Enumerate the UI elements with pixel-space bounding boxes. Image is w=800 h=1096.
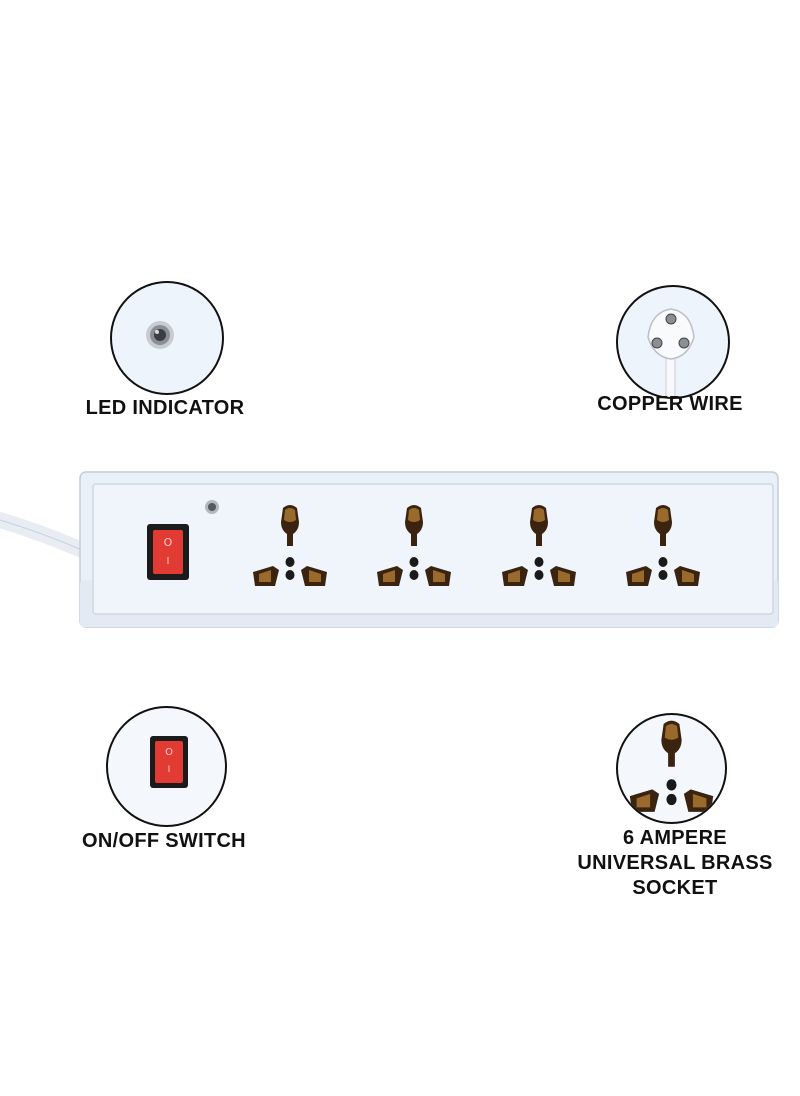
universal-socket-icon bbox=[253, 505, 327, 586]
switch-closeup-on-mark: I bbox=[167, 765, 171, 775]
switch-off-mark: O bbox=[163, 536, 173, 549]
led-indicator-callout bbox=[110, 281, 224, 395]
power-switch-rocker: O I bbox=[153, 530, 183, 574]
socket-label-line-2: UNIVERSAL BRASS bbox=[577, 852, 773, 874]
switch-callout: O I bbox=[106, 706, 227, 827]
socket-callout bbox=[616, 713, 727, 824]
universal-socket-icon bbox=[377, 505, 451, 586]
universal-socket-icon bbox=[626, 505, 700, 586]
socket-label: 6 AMPERE UNIVERSAL BRASS SOCKET bbox=[575, 826, 775, 901]
switch-closeup-icon: O I bbox=[150, 736, 188, 788]
universal-socket-icon bbox=[502, 505, 576, 586]
switch-on-mark: I bbox=[166, 556, 170, 567]
plug-icon bbox=[647, 308, 695, 397]
switch-closeup-rocker: O I bbox=[155, 741, 183, 783]
socket-label-line-1: 6 AMPERE bbox=[623, 827, 727, 849]
socket-2 bbox=[369, 500, 459, 595]
switch-label: ON/OFF SWITCH bbox=[82, 830, 246, 852]
copper-wire-callout bbox=[616, 285, 730, 399]
led-indicator-icon bbox=[146, 321, 174, 349]
universal-socket-closeup-icon bbox=[629, 720, 714, 812]
socket-label-line-3: SOCKET bbox=[632, 877, 718, 899]
switch-closeup-off-mark: O bbox=[165, 747, 173, 758]
socket-3 bbox=[494, 500, 584, 595]
led-indicator-label: LED INDICATOR bbox=[85, 397, 245, 419]
socket-1 bbox=[245, 500, 335, 595]
copper-wire-label: COPPER WIRE bbox=[597, 393, 743, 415]
power-switch[interactable]: O I bbox=[147, 524, 189, 580]
socket-4 bbox=[618, 500, 708, 595]
